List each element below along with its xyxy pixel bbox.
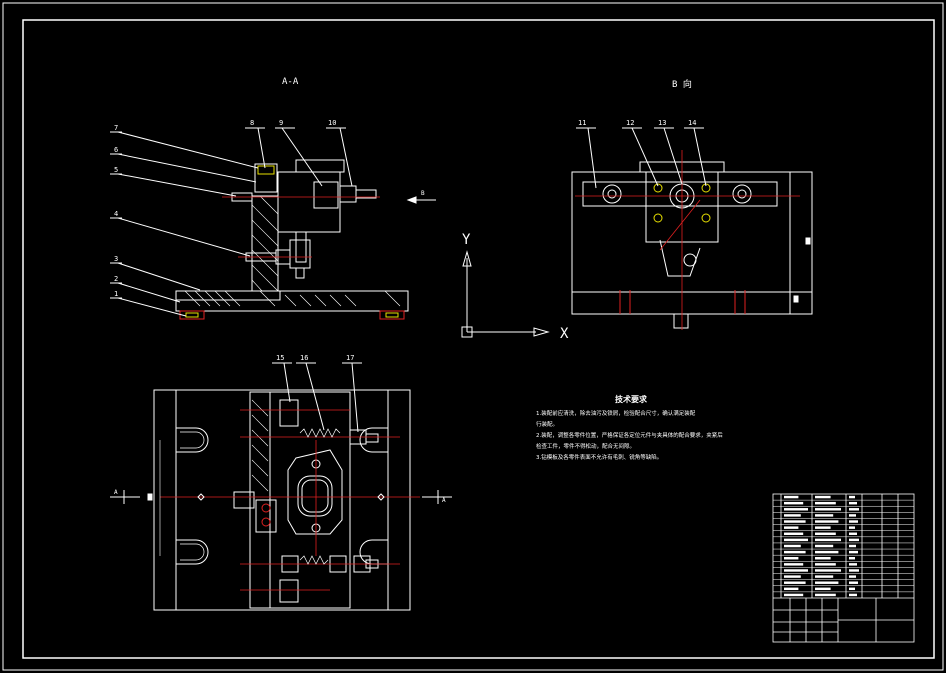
- title-block: [772, 493, 915, 643]
- parts-cell-text: [784, 532, 804, 535]
- notes-line-5: 3.钻模板及各零件表面不允许有毛刺、锐角等缺陷。: [536, 455, 663, 461]
- notes-line-4: 检查工件，零件不得松动，配合无间隙。: [536, 444, 636, 450]
- callout-4: 4: [114, 210, 118, 218]
- callout-6: 6: [114, 146, 118, 154]
- section-a-a-label: A-A: [282, 77, 299, 87]
- parts-cell-text: [784, 587, 799, 591]
- parts-cell-text: [784, 550, 806, 554]
- callout-labels-view-b: 11 12 13 14: [578, 119, 696, 127]
- direction-marker-b: B: [421, 190, 425, 197]
- parts-cell-text: [815, 532, 836, 535]
- section-marker-a-right: A: [442, 497, 446, 504]
- parts-cell-text: [849, 569, 859, 572]
- parts-cell-text: [815, 550, 839, 554]
- parts-cell-text: [849, 550, 858, 554]
- parts-cell-text: [815, 575, 834, 578]
- view-b: B 向: [571, 78, 813, 330]
- callout-13: 13: [658, 119, 666, 127]
- parts-cell-text: [784, 575, 801, 578]
- callout-3: 3: [114, 255, 118, 263]
- parts-cell-text: [849, 532, 857, 535]
- parts-cell-text: [815, 508, 841, 511]
- parts-cell-text: [784, 563, 804, 566]
- parts-cell-text: [849, 544, 856, 548]
- callout-7: 7: [114, 124, 118, 132]
- callout-10: 10: [328, 119, 336, 127]
- parts-cell-text: [784, 544, 801, 548]
- parts-cell-text: [849, 575, 856, 578]
- callout-12: 12: [626, 119, 634, 127]
- parts-cell-text: [815, 495, 831, 499]
- technical-requirements: 技术要求 1.装配前应清洗，除去油污及铁屑，检验配合尺寸，确认满足装配 行装配。…: [536, 394, 726, 464]
- parts-cell-text: [849, 526, 855, 529]
- parts-cell-text: [815, 563, 836, 566]
- callout-15: 15: [276, 354, 284, 362]
- parts-cell-text: [784, 526, 799, 529]
- plan-view: A A: [110, 362, 452, 611]
- callout-14: 14: [688, 119, 696, 127]
- notes-line-1: 1.装配前应清洗，除去油污及铁屑，检验配合尺寸，确认满足装配: [536, 411, 696, 417]
- parts-cell-text: [815, 587, 831, 591]
- parts-cell-text: [815, 569, 841, 572]
- parts-cell-text: [784, 508, 808, 511]
- parts-cell-text: [815, 593, 836, 597]
- parts-cell-text: [784, 557, 799, 560]
- parts-cell-text: [849, 563, 857, 566]
- axis-triad: Y X: [461, 232, 569, 342]
- callout-11: 11: [578, 119, 586, 127]
- callout-16: 16: [300, 354, 308, 362]
- parts-cell-text: [849, 501, 857, 505]
- parts-cell-text: [815, 557, 831, 560]
- parts-cell-text: [784, 593, 804, 597]
- parts-list-rows: [773, 495, 914, 597]
- parts-cell-text: [849, 581, 858, 584]
- notes-line-3: 2.装配，调整各零件位置，严格保证各定位元件与夹具体的配合要求，夹紧后: [536, 433, 723, 439]
- parts-cell-text: [849, 495, 855, 499]
- parts-cell-text: [849, 538, 859, 542]
- parts-cell-text: [784, 520, 806, 523]
- parts-cell-text: [815, 544, 834, 548]
- parts-cell-text: [849, 508, 859, 511]
- callout-8: 8: [250, 119, 254, 127]
- parts-cell-text: [815, 520, 839, 523]
- parts-cell-text: [849, 557, 855, 560]
- inner-frame: [22, 19, 935, 659]
- parts-cell-text: [784, 495, 799, 499]
- parts-cell-text: [849, 587, 855, 591]
- parts-cell-text: [784, 581, 806, 584]
- section-a-a-view: A-A: [110, 77, 436, 320]
- parts-cell-text: [849, 593, 857, 597]
- section-marker-a-left: A: [114, 489, 118, 496]
- parts-cell-text: [784, 569, 808, 572]
- parts-cell-text: [815, 501, 836, 505]
- parts-cell-text: [784, 501, 804, 505]
- callout-labels-left: 7 6 5 4 3 2 1 8 9 10: [114, 119, 336, 298]
- parts-cell-text: [815, 514, 834, 517]
- parts-cell-text: [815, 581, 839, 584]
- parts-cell-text: [815, 526, 831, 529]
- parts-cell-text: [784, 538, 808, 542]
- axis-x-label: X: [560, 326, 569, 342]
- parts-cell-text: [815, 538, 841, 542]
- callout-labels-plan: 15 16 17: [276, 354, 354, 362]
- callout-2: 2: [114, 275, 118, 283]
- callout-17: 17: [346, 354, 354, 362]
- parts-cell-text: [849, 520, 858, 523]
- callout-9: 9: [279, 119, 283, 127]
- parts-cell-text: [784, 514, 801, 517]
- view-b-label: B 向: [672, 78, 692, 90]
- notes-title: 技术要求: [615, 395, 647, 404]
- notes-line-2: 行装配。: [536, 422, 559, 428]
- callout-1: 1: [114, 290, 118, 298]
- callout-5: 5: [114, 166, 118, 174]
- parts-cell-text: [849, 514, 856, 517]
- axis-y-label: Y: [462, 232, 471, 248]
